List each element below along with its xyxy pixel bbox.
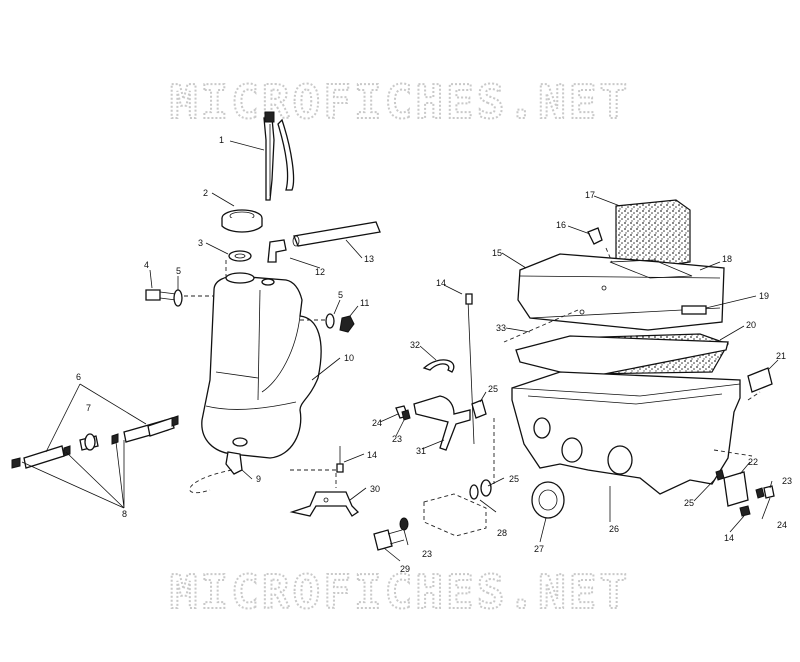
fitting-25-upper bbox=[471, 399, 487, 419]
callout-11: 11 bbox=[360, 298, 369, 308]
fuel-tank-assembly bbox=[11, 111, 381, 509]
callout-27: 27 bbox=[534, 544, 544, 554]
callout-7: 7 bbox=[86, 403, 91, 413]
callout-24-left: 24 bbox=[372, 418, 382, 428]
washer-23-left bbox=[401, 409, 411, 421]
clamp-21 bbox=[747, 367, 773, 393]
callout-23-mid: 23 bbox=[422, 549, 432, 559]
callout-14-top: 14 bbox=[436, 278, 446, 288]
vent-cap bbox=[264, 111, 275, 123]
washer-right bbox=[325, 313, 335, 329]
leader-lines bbox=[149, 140, 779, 562]
callout-26: 26 bbox=[609, 524, 619, 534]
washer-28 bbox=[469, 484, 479, 500]
callout-18: 18 bbox=[722, 254, 732, 264]
watermark-top: MICROFICHES.NET bbox=[170, 75, 630, 129]
elbow-fitting bbox=[267, 239, 287, 263]
callout-22: 22 bbox=[748, 457, 758, 467]
airbox-assembly bbox=[503, 199, 775, 517]
callout-25-mid: 25 bbox=[509, 474, 519, 484]
watermark-bottom: MICROFICHES.NET bbox=[170, 565, 630, 619]
callout-29: 29 bbox=[400, 564, 410, 574]
washer-25-mid bbox=[480, 479, 492, 497]
airbox-lid bbox=[517, 253, 725, 331]
callout-17: 17 bbox=[585, 190, 595, 200]
callout-10: 10 bbox=[344, 353, 354, 363]
tank-outlet bbox=[232, 437, 248, 447]
callout-23-left: 23 bbox=[392, 434, 402, 444]
callout-12: 12 bbox=[315, 267, 325, 277]
callout-6: 6 bbox=[76, 372, 81, 382]
callout-19: 19 bbox=[759, 291, 769, 301]
callout-1: 1 bbox=[219, 135, 224, 145]
grommet-25-right bbox=[715, 469, 725, 481]
bolt-29 bbox=[373, 529, 393, 551]
callout-21: 21 bbox=[776, 351, 786, 361]
vent-line bbox=[263, 117, 275, 201]
callout-15: 15 bbox=[492, 248, 502, 258]
callout-5-right: 5 bbox=[338, 290, 343, 300]
callout-14-right: 14 bbox=[724, 533, 734, 543]
bolt-24-right bbox=[763, 485, 775, 499]
callout-4: 4 bbox=[144, 260, 149, 270]
callout-23-right: 23 bbox=[782, 476, 792, 486]
fuel-line-assembly bbox=[11, 415, 179, 469]
callout-9: 9 bbox=[256, 474, 261, 484]
callout-3: 3 bbox=[198, 238, 203, 248]
fuel-hose bbox=[293, 221, 381, 247]
fastener-14-right bbox=[739, 505, 751, 517]
callout-labels: 1 2 3 4 5 5 6 7 8 9 10 11 12 13 14 14 14… bbox=[76, 135, 792, 574]
outlet-elbow bbox=[225, 451, 243, 475]
callout-25-upper: 25 bbox=[488, 384, 498, 394]
rod-14 bbox=[467, 299, 475, 445]
vent-tube bbox=[277, 118, 295, 191]
label-19 bbox=[681, 305, 707, 315]
filter-frame bbox=[515, 335, 729, 379]
bracket-30 bbox=[289, 491, 360, 517]
bracket-assembly bbox=[289, 293, 565, 551]
washer-23-right bbox=[755, 487, 765, 499]
callout-31: 31 bbox=[416, 446, 426, 456]
callout-20: 20 bbox=[746, 320, 756, 330]
washer-left bbox=[173, 289, 183, 307]
mount-bolt-left bbox=[145, 289, 161, 301]
grommet-27 bbox=[531, 481, 565, 519]
callout-30: 30 bbox=[370, 484, 380, 494]
clip-32 bbox=[422, 359, 455, 373]
bracket-31 bbox=[413, 395, 471, 451]
airbox-body bbox=[511, 371, 741, 495]
callout-33: 33 bbox=[496, 323, 506, 333]
callout-2: 2 bbox=[203, 188, 208, 198]
callout-13: 13 bbox=[364, 254, 374, 264]
cap-gasket bbox=[228, 250, 252, 262]
callout-16: 16 bbox=[556, 220, 566, 230]
fuel-tank bbox=[201, 275, 322, 459]
callout-14-mid: 14 bbox=[367, 450, 377, 460]
callout-25-right: 25 bbox=[684, 498, 694, 508]
bracket-22 bbox=[723, 471, 749, 507]
washer-23-mid bbox=[399, 517, 409, 531]
callout-24-right: 24 bbox=[777, 520, 787, 530]
clip-16 bbox=[587, 227, 603, 245]
callout-32: 32 bbox=[410, 340, 420, 350]
callout-8: 8 bbox=[122, 509, 127, 519]
callout-5-left: 5 bbox=[176, 266, 181, 276]
nut-right bbox=[339, 315, 355, 333]
callout-28: 28 bbox=[497, 528, 507, 538]
